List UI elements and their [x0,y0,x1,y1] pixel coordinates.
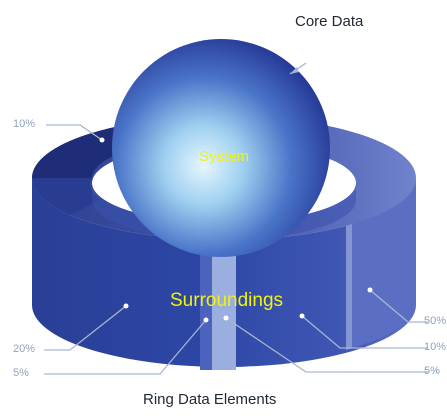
leader-line-right-bottom [225,317,428,373]
leader-line-top-left [46,124,103,141]
ring-segment-right-wall [352,178,416,348]
core-sphere [112,39,330,257]
pct-mid-left: 20% [13,343,36,355]
leader-line-right-mid [301,315,428,349]
leader-line-right-top [369,289,428,323]
ring-data-elements-title: Ring Data Elements [143,391,277,408]
ring-segment-light-strip [212,242,236,370]
dot-mid-left [123,303,129,309]
dot-right-mid [299,313,305,319]
dot-bottom-left [203,317,209,323]
ring-label: Surroundings [170,290,284,311]
ring-segment-left [32,178,100,215]
leader-line-mid-left [44,305,127,351]
leader-line-bottom-left [44,319,207,375]
leader-lines [44,62,428,375]
ring-segment-right-divider [346,224,352,350]
leader-dots [99,137,373,323]
sphere-label: System [199,148,250,165]
pct-right-top: 50% [424,315,447,327]
dot-top-left [99,137,105,143]
core-data-title: Core Data [295,13,364,30]
arrowhead-core [290,67,299,74]
pct-right-mid: 10% [424,341,447,353]
pct-top-left: 10% [13,118,36,130]
dot-right-bottom [223,315,229,321]
ring-divider-left [200,242,212,370]
pct-right-bottom: 5% [424,365,440,377]
dot-right-top [367,287,373,293]
pct-bottom-left: 5% [13,367,29,379]
